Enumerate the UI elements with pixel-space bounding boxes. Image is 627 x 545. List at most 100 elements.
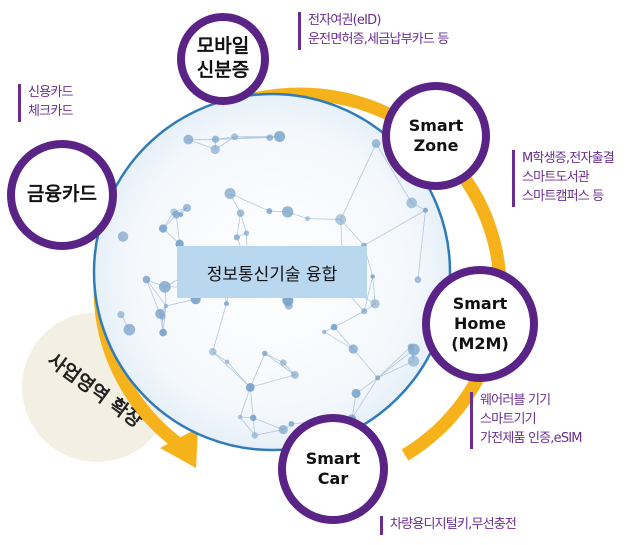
network-node-dot [423, 207, 428, 213]
yellow-arrowhead [160, 428, 198, 468]
network-node-dot [170, 208, 178, 216]
network-node-dot [210, 144, 220, 155]
network-node-dot [243, 230, 250, 236]
node-smart-car-label: Smart Car [305, 449, 361, 488]
network-node-dot [279, 359, 287, 366]
network-node-dot [183, 203, 192, 212]
node-mobile-id: 모바일 신분증 [177, 13, 269, 105]
network-node-dot [251, 432, 259, 439]
network-link [175, 214, 181, 244]
note-mobile-id: 전자여권(eID) 운전면허증,세금납부카드 등 [298, 12, 449, 50]
network-link [146, 279, 161, 314]
network-link [253, 417, 284, 430]
network-link [340, 219, 365, 246]
network-link [377, 360, 414, 379]
network-node-dot [370, 299, 380, 309]
network-link [363, 276, 374, 312]
network-node-dot [231, 133, 238, 141]
network-node-dot [163, 303, 169, 309]
network-link [146, 279, 167, 307]
node-smart-home: Smart Home (M2M) [422, 266, 538, 382]
network-link [352, 348, 379, 379]
network-node-dot [223, 301, 229, 307]
network-link [333, 310, 365, 328]
network-link [215, 137, 270, 140]
network-link [351, 377, 379, 419]
center-label: 정보통신기술 융합 [206, 264, 338, 285]
network-node-dot [274, 130, 286, 143]
network-node-dot [348, 344, 358, 354]
network-link [249, 353, 266, 388]
network-node-dot [123, 323, 136, 336]
note-smart-zone: M학생증,전자출결 스마트도서관 스마트캠퍼스 등 [512, 150, 615, 207]
network-node-dot [245, 383, 255, 392]
note-finance-card: 신용카드 체크카드 [18, 84, 73, 122]
center-label-box: 정보통신기술 융합 [177, 246, 367, 298]
note-smart-home: 웨어러블 기기 스마트기기 가전제품 인증,eSIM [470, 392, 583, 449]
network-link [375, 143, 413, 204]
network-node-dot [211, 135, 220, 143]
node-smart-zone: Smart Zone [382, 82, 490, 190]
network-node-dot [305, 216, 310, 221]
network-node-dot [236, 209, 245, 217]
node-mobile-id-label: 모바일 신분증 [196, 35, 250, 81]
network-node-dot [183, 134, 194, 145]
network-link [229, 193, 270, 212]
network-node-dot [281, 206, 294, 218]
network-link [239, 416, 256, 436]
network-link [363, 209, 426, 246]
network-node-dot [159, 328, 167, 337]
network-node-dot [224, 187, 236, 200]
network-node-dot [262, 350, 268, 357]
network-node-dot [351, 388, 361, 398]
network-node-dot [321, 329, 327, 335]
network-node-dot [290, 370, 299, 379]
network-link [323, 331, 354, 350]
network-link [226, 361, 251, 388]
node-finance-card: 금융카드 [7, 140, 117, 250]
network-node-dot [233, 234, 240, 241]
network-node-dot [237, 414, 243, 420]
network-node-dot [117, 231, 129, 242]
network-node-dot [361, 308, 368, 315]
network-node-dot [250, 414, 257, 422]
network-node-dot [158, 224, 168, 233]
network-node-dot [266, 134, 274, 141]
network-node-dot [407, 343, 420, 356]
network-node-dot [371, 139, 381, 148]
network-link [212, 303, 227, 352]
node-finance-card-label: 금융카드 [27, 183, 97, 206]
network-node-dot [159, 313, 166, 321]
network-node-dot [330, 323, 338, 331]
network-node-dot [370, 274, 375, 279]
network-node-dot [407, 355, 420, 367]
node-smart-car: Smart Car [278, 414, 388, 524]
network-link [377, 346, 411, 379]
network-node-dot [175, 239, 184, 249]
network-node-dot [278, 424, 288, 435]
network-link [236, 213, 241, 238]
network-link [264, 353, 284, 364]
network-link [249, 387, 254, 418]
network-node-dot [288, 420, 295, 427]
node-smart-zone-label: Smart Zone [408, 116, 464, 155]
network-link [307, 218, 341, 220]
network-link [417, 210, 426, 280]
network-link [212, 351, 251, 388]
network-node-dot [414, 276, 422, 284]
network-link [264, 353, 296, 376]
network-node-dot [142, 275, 151, 284]
network-link [377, 349, 415, 379]
network-node-dot [375, 375, 381, 381]
network-link [333, 326, 354, 350]
network-node-dot [266, 208, 273, 214]
network-node-dot [406, 197, 417, 209]
network-link [254, 429, 284, 436]
network-link [239, 387, 251, 418]
network-node-dot [208, 348, 217, 356]
network-node-dot [335, 214, 347, 225]
node-smart-home-label: Smart Home (M2M) [451, 294, 509, 353]
network-node-dot [158, 281, 171, 293]
network-node-dot [117, 310, 125, 319]
